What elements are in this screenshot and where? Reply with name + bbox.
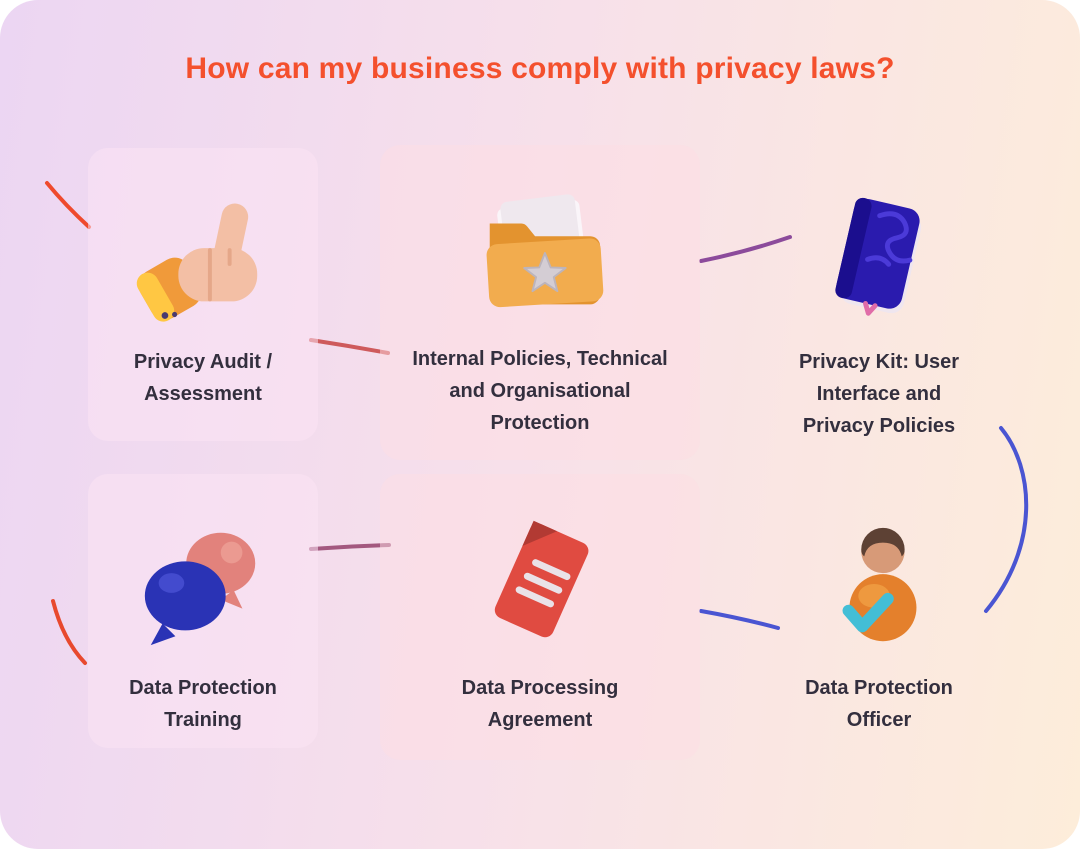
agreement-document-icon [466, 500, 614, 672]
card-label-internal-policies: Internal Policies, Technical and Organis… [412, 348, 668, 434]
card-label-privacy-kit: Privacy Kit: User Interface and Privacy … [798, 351, 960, 437]
card-label-privacy-audit: Privacy Audit / Assessment [133, 351, 273, 405]
card-data-protection-officer: Data Protection Officer [764, 474, 994, 748]
folder-star-icon [466, 171, 614, 343]
card-label-agreement: Data Processing Agreement [461, 677, 619, 731]
card-internal-policies: Internal Policies, Technical and Organis… [380, 145, 700, 460]
card-data-processing-agreement: Data Processing Agreement [380, 474, 700, 760]
thumbs-up-icon [129, 174, 277, 346]
privacy-notebook-icon [805, 174, 953, 346]
page-title: How can my business comply with privacy … [185, 52, 895, 85]
card-privacy-kit: Privacy Kit: User Interface and Privacy … [764, 148, 994, 460]
connector-training-agreement [309, 543, 391, 551]
card-label-officer: Data Protection Officer [805, 677, 953, 731]
card-privacy-audit: Privacy Audit / Assessment [88, 148, 318, 441]
connector-bottom-left [51, 599, 87, 665]
card-label-training: Data Protection Training [129, 677, 277, 731]
speech-bubbles-icon [129, 500, 277, 672]
connector-top-left [45, 181, 91, 229]
officer-person-icon [805, 500, 953, 672]
connector-audit-policies [309, 338, 390, 355]
card-data-protection-training: Data Protection Training [88, 474, 318, 748]
